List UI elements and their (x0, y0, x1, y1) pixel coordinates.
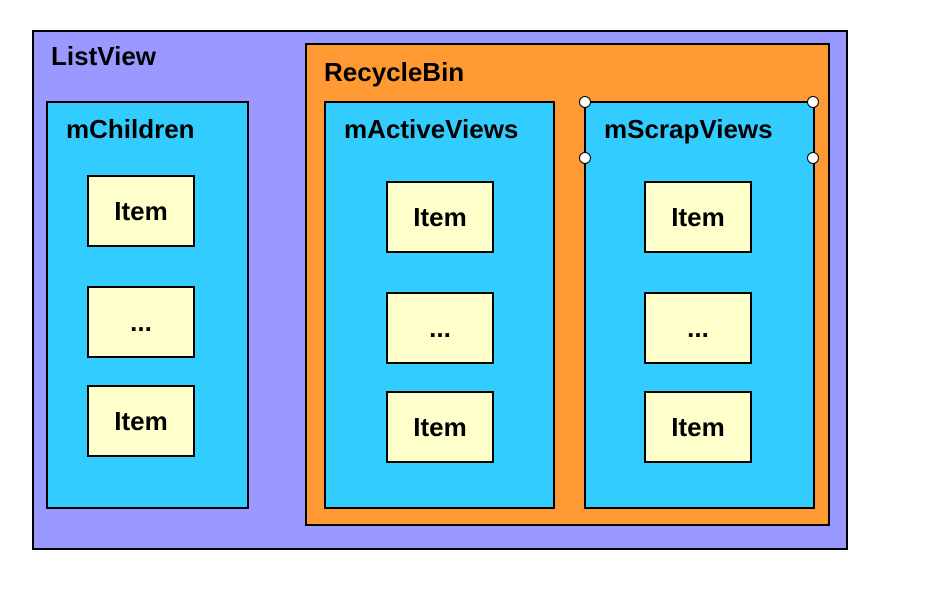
mactiveviews-title: mActiveViews (344, 114, 519, 144)
listview-title: ListView (51, 41, 157, 71)
recyclebin-title: RecycleBin (324, 57, 465, 87)
mchildren-item-2: ... (87, 286, 195, 358)
mactiveviews-item-1: Item (386, 181, 494, 253)
mscrapviews-panel[interactable]: mScrapViews Item ... Item (584, 101, 815, 509)
mactiveviews-item-2: ... (386, 292, 494, 364)
mchildren-title: mChildren (66, 114, 195, 144)
selection-handle-mid-right[interactable] (807, 152, 819, 164)
mscrapviews-item-1: Item (644, 181, 752, 253)
mscrapviews-item-2: ... (644, 292, 752, 364)
mactiveviews-panel: mActiveViews Item ... Item (324, 101, 555, 509)
mchildren-item-1: Item (87, 175, 195, 247)
mchildren-item-3: Item (87, 385, 195, 457)
selection-handle-mid-left[interactable] (579, 152, 591, 164)
mscrapviews-item-3: Item (644, 391, 752, 463)
mchildren-panel: mChildren Item ... Item (46, 101, 249, 509)
mscrapviews-title: mScrapViews (604, 114, 773, 144)
mactiveviews-item-3: Item (386, 391, 494, 463)
selection-handle-top-right[interactable] (807, 96, 819, 108)
selection-handle-top-left[interactable] (579, 96, 591, 108)
